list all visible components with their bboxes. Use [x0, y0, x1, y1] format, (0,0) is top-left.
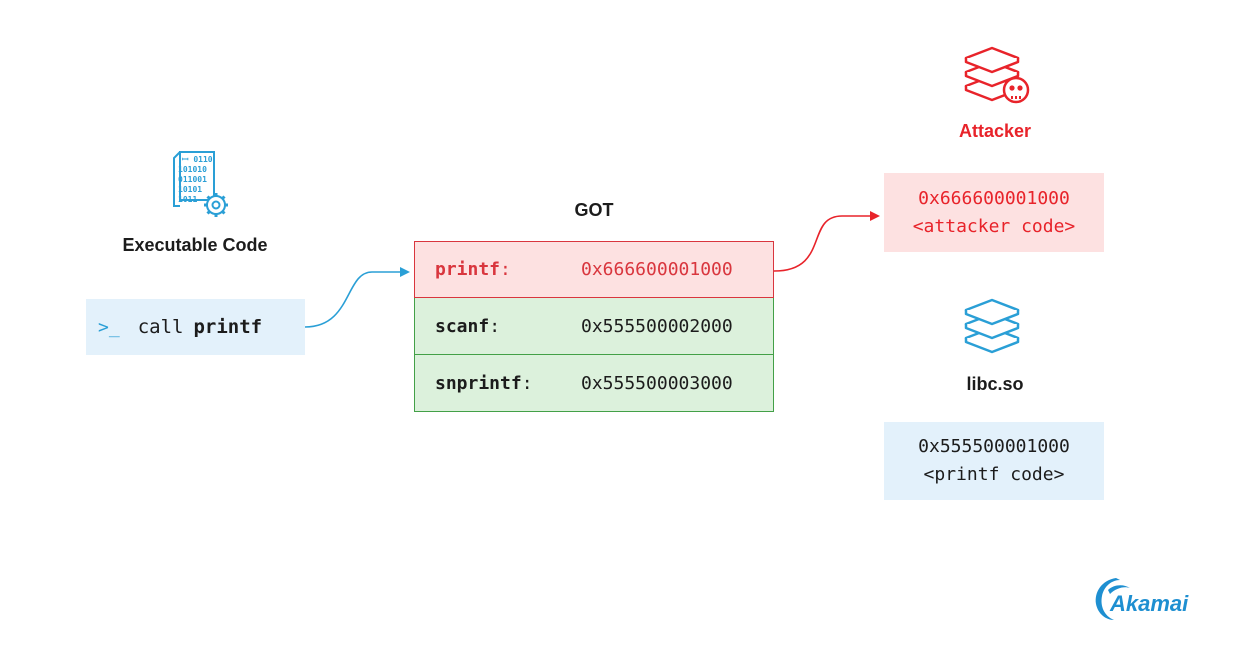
got-row-scanf: scanf: 0x555500002000 [414, 298, 774, 355]
got-row-printf: printf: 0x666600001000 [414, 241, 774, 298]
attacker-label: Attacker [958, 121, 1032, 141]
stack-with-skull-icon [964, 46, 1030, 104]
got-row-address: 0x555500003000 [581, 372, 733, 394]
akamai-logo-icon [1095, 578, 1130, 620]
attacker-address: 0x666600001000 [918, 187, 1070, 209]
svg-text:011001: 011001 [178, 175, 207, 184]
got-row-address: 0x555500002000 [581, 315, 733, 337]
call-function-name: printf [193, 316, 263, 338]
executable-code-label: Executable Code [122, 235, 268, 255]
svg-text:10101: 10101 [178, 185, 202, 194]
svg-text:101010: 101010 [178, 165, 207, 174]
got-row-address: 0x666600001000 [581, 259, 733, 280]
libc-address: 0x555500001000 [918, 436, 1070, 457]
got-row-function: scanf: [435, 315, 501, 337]
attacker-code-text: <attacker code> [912, 215, 1076, 237]
libc-label: libc.so [966, 374, 1024, 394]
got-to-attacker-arrow [773, 211, 880, 272]
stack-icon [964, 298, 1020, 354]
got-title: GOT [574, 200, 614, 220]
svg-text:1011: 1011 [178, 195, 197, 204]
attacker-code-box: 0x666600001000 <attacker code> [884, 173, 1104, 252]
got-row-function: printf: [435, 259, 511, 280]
libc-code-box: 0x555500001000 <printf code> [884, 422, 1104, 500]
got-row-function: snprintf: [435, 372, 533, 394]
call-keyword: call [137, 316, 184, 338]
terminal-prompt-icon: >_ [98, 316, 120, 338]
svg-text:ꟷ 0110: ꟷ 0110 [182, 155, 213, 164]
libc-code-text: <printf code> [923, 464, 1065, 485]
call-to-got-arrow [304, 267, 410, 328]
binary-file-gear-icon: ꟷ 0110 101010 011001 10101 1011 [173, 151, 228, 217]
got-table: printf: 0x666600001000 scanf: 0x55550000… [414, 241, 774, 412]
call-instruction-box: >_ call printf [86, 299, 305, 355]
akamai-logo-text: Akamai [1110, 591, 1189, 616]
got-row-snprintf: snprintf: 0x555500003000 [414, 355, 774, 412]
